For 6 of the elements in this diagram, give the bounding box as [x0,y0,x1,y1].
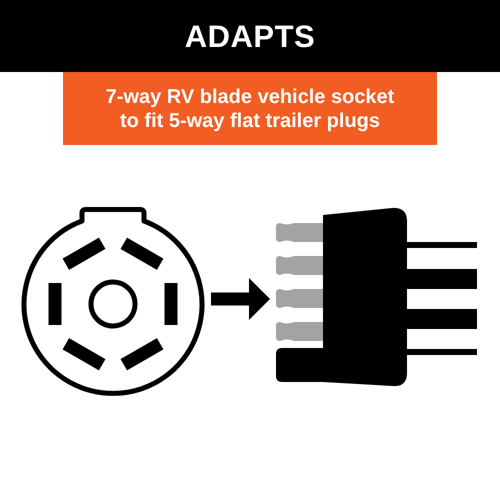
flat-plug-drawing [276,207,477,387]
title: ADAPTS [184,20,316,52]
seven-way-socket-drawing [21,205,205,397]
banner-text: 7-way RV blade vehicle socket to fit 5-way flat trailer plugs [104,85,396,133]
callout-banner [63,72,437,145]
arrow [211,278,270,320]
